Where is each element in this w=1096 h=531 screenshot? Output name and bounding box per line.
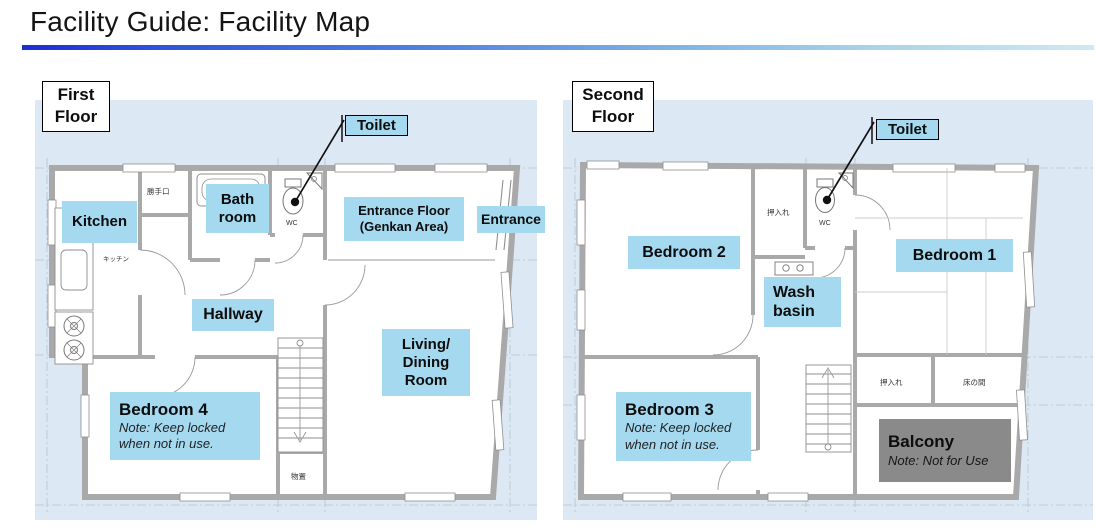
stove-icon [63, 315, 85, 361]
room-label-text: basin [773, 303, 815, 320]
walls [49, 165, 521, 500]
back-door-label: 勝手口 [147, 186, 170, 196]
room-label-text: Entrance Floor [358, 203, 450, 219]
windows [576, 160, 1036, 502]
washbasin-icon [774, 261, 814, 276]
room-label-text: Hallway [203, 306, 263, 324]
washbasin-label: Wash basin [764, 277, 841, 327]
entrance-floor-label: Entrance Floor (Genkan Area) [344, 197, 464, 241]
wc-label: WC [819, 220, 831, 227]
stairs-icon [277, 337, 324, 453]
room-label-text: Room [404, 371, 448, 389]
floor-name-line: Second [582, 85, 644, 104]
second-floor-title-box: Second Floor [572, 81, 654, 132]
toilet-callout-line [290, 115, 345, 207]
living-dining-label: Living/ Dining Room [382, 329, 470, 396]
room-label-note: Note: Keep locked [119, 419, 226, 435]
page-title: Facility Guide: Facility Map [30, 6, 371, 37]
room-label-text: Bedroom 2 [642, 243, 726, 261]
room-label-text: Bedroom 1 [912, 246, 997, 264]
bathroom-label: Bath room [206, 184, 269, 233]
floor-name-line: Floor [591, 107, 635, 127]
first-floor-title-box: First Floor [42, 81, 110, 132]
room-label-text: Entrance [481, 211, 541, 228]
room-label-note: Note: Keep locked [625, 420, 732, 436]
toilet-callout-f1: Toilet [345, 115, 408, 136]
room-label-text: Living/ [401, 335, 451, 353]
storage-jp-label: 物置 [291, 471, 306, 481]
bedroom1-label: Bedroom 1 [896, 239, 1013, 272]
room-label-text: Bedroom 4 [119, 399, 208, 419]
room-label-text: (Genkan Area) [359, 219, 449, 234]
toilet-callout-f2: Toilet [876, 119, 939, 140]
kitchen-label: Kitchen [62, 201, 137, 243]
bedroom3-label: Bedroom 3 Note: Keep locked when not in … [616, 392, 751, 461]
room-label-text: Balcony [888, 432, 955, 452]
balcony-label: Balcony Note: Not for Use [879, 419, 1011, 482]
hallway-label: Hallway [192, 299, 274, 331]
room-label-text: Bedroom 3 [625, 400, 714, 420]
tokonoma-label: 床の間 [963, 377, 986, 387]
room-label-text: room [218, 208, 257, 226]
wc-label: WC [286, 220, 298, 227]
stairs-icon [805, 364, 852, 453]
room-label-note: Note: Not for Use [888, 452, 989, 468]
room-label-note: when not in use. [625, 436, 720, 452]
floor-name-line: First [57, 85, 95, 104]
closet-upper-label: 押入れ [767, 207, 790, 217]
door-arcs [712, 194, 891, 491]
room-label-note: when not in use. [119, 436, 214, 452]
bedroom4-label: Bedroom 4 Note: Keep locked when not in … [110, 392, 260, 460]
room-label-text: Wash [773, 283, 816, 301]
toilet-callout-label: Toilet [888, 121, 927, 138]
room-label-text: Dining [402, 353, 450, 371]
floor-name-line: Floor [54, 107, 98, 127]
title-underline [22, 45, 1094, 50]
walls [577, 161, 1040, 500]
kitchen-jp-label: キッチン [103, 255, 129, 263]
bedroom2-label: Bedroom 2 [628, 236, 740, 269]
toilet-callout-label: Toilet [357, 117, 396, 134]
room-label-text: Kitchen [71, 213, 127, 230]
entrance-label: Entrance [477, 206, 545, 233]
windows [47, 163, 514, 502]
toilet-callout-line [822, 117, 875, 205]
closet-lower-label: 押入れ [880, 377, 903, 387]
room-label-text: Bath [220, 190, 255, 208]
